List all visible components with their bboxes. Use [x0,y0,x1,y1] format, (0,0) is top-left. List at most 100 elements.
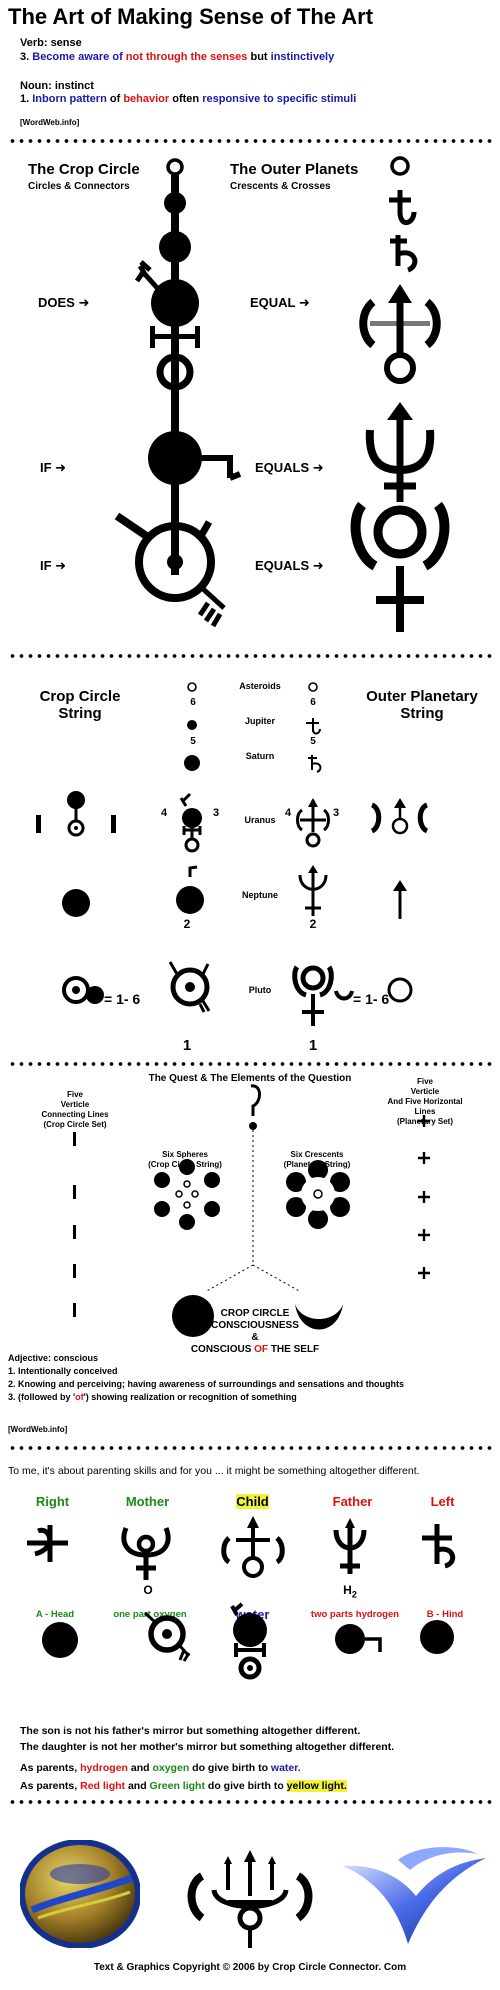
v-swoosh-logo [342,1847,486,1944]
crop-circle-subtitle: Circles & Connectors [28,181,130,192]
page-title: The Art of Making Sense of The Art [8,4,374,29]
adj3-text: 3. (followed by ' [8,1392,76,1402]
num-5-left: 5 [190,736,196,747]
h-subscript: 2 [351,1589,357,1600]
source-label: [WordWeb.info] [20,118,80,127]
center-line: CROP CIRCLE [220,1308,290,1319]
num-4-left: 4 [161,807,168,819]
p2-text: As parents, [20,1780,78,1792]
left-title-line: String [58,705,102,722]
p1-hydrogen: hydrogen [80,1762,128,1774]
if-text-2: IF [40,558,52,573]
num-4-right: 4 [285,807,292,819]
does-label: DOES ➜ [38,295,90,310]
does-text: DOES [38,295,75,310]
noun-def-d: often [172,93,200,105]
quest-diagram [73,1084,430,1337]
p1-text: do give birth to [192,1762,268,1774]
equal-text: EQUAL [250,295,296,310]
divider [8,1446,492,1450]
parents-line-1: As parents, hydrogen and oxygen do give … [20,1762,301,1774]
num-3-right: 3 [333,807,340,819]
heading-line: Verticle [60,1100,90,1109]
heading-line: Verticle [410,1087,440,1096]
right-title-line: String [400,705,444,722]
label-mother: Mother [125,1494,170,1509]
hydrogen-symbol: H2 [335,1583,365,1599]
label-asteroids: Asteroids [239,681,281,691]
adjective-def-2: 2. Knowing and perceiving; having awaren… [8,1379,405,1389]
divider [8,1800,492,1804]
legend-right: = 1- 6 [353,991,390,1007]
mirror-line-1: The son is not his father's mirror but s… [20,1725,361,1737]
equal-label: EQUAL ➜ [250,295,310,310]
num-1-right: 1 [308,1037,318,1054]
crop-circle-set-heading: Five Verticle Connecting Lines (Crop Cir… [20,1090,130,1130]
num-2-left: 2 [183,917,191,931]
num-2-right: 2 [309,917,317,931]
heading-line: And Five Horizontal [387,1097,463,1106]
p1-text: As parents, [20,1762,78,1774]
label-child: Child [215,1494,290,1509]
center-line: & [251,1332,259,1343]
equals-text-2: EQUALS [255,558,310,573]
p1-text: and [130,1762,150,1774]
label-neptune: Neptune [242,890,278,900]
center-word: THE SELF [270,1344,320,1355]
oxygen-symbol: O [143,1583,153,1597]
num-3-left: 3 [213,807,220,819]
label-saturn: Saturn [245,751,275,761]
label-hydrogen: two parts hydrogen [310,1609,400,1620]
verb-def-num: 3. [20,51,30,63]
parents-line-2: As parents, Red light and Green light do… [20,1780,347,1792]
string-glyphs [36,682,429,1026]
label-a-head: A - Head [35,1609,75,1620]
noun-def-a: Inborn pattern [32,93,107,105]
heading-line: Five [416,1077,433,1086]
child-text: Child [236,1494,269,1509]
mirror-line-2: The daughter is not her mother's mirror … [20,1741,395,1753]
if-label-2: IF ➜ [40,558,67,573]
crop-circle-title: The Crop Circle [28,161,140,178]
label-left: Left [430,1494,455,1509]
outer-planets-subtitle: Crescents & Crosses [230,181,331,192]
crop-circle-string-title: Crop Circle String [20,688,140,722]
center-line: CONSCIOUS OF THE SELF [180,1344,330,1356]
label-right: Right [35,1494,70,1509]
left-title-line: Crop Circle [39,688,121,705]
p2-text: and [127,1780,147,1792]
outer-planets-glyph-large [350,156,450,632]
source-label: [WordWeb.info] [8,1425,68,1434]
crop-circle-connector-logo [20,1840,140,1948]
footer-glyph [187,1850,313,1948]
consciousness-label: CROP CIRCLE CONSCIOUSNESS & CONSCIOUS OF… [180,1308,330,1356]
equals-label-2: EQUALS ➜ [255,558,324,573]
verb-def-a: Become aware of [32,51,123,63]
copyright: Text & Graphics Copyright © 2006 by Crop… [93,1962,407,1973]
equals-label-1: EQUALS ➜ [255,460,324,475]
divider [8,1062,492,1066]
adjective-def-3: 3. (followed by 'of') showing realizatio… [8,1392,297,1402]
legend-left: = 1- 6 [104,991,141,1007]
parenting-intro: To me, it's about parenting skills and f… [8,1465,420,1477]
center-word: CONSCIOUS [190,1344,252,1355]
noun-def-b: of [109,93,121,105]
outer-planets-title: The Outer Planets [230,161,359,178]
adj3-of: of [75,1392,84,1402]
family-glyphs [27,1516,456,1680]
p1-water: water. [270,1762,301,1774]
p1-oxygen: oxygen [152,1762,190,1774]
num-6-right: 6 [310,697,316,708]
p2-red-light: Red light [80,1780,126,1792]
heading-line: Connecting Lines [41,1110,109,1119]
p2-yellow-light: yellow light. [286,1780,347,1792]
noun-def-num: 1. [20,93,30,105]
verb-def-c: but [250,51,268,63]
right-title-line: Outer Planetary [366,688,478,705]
num-5-right: 5 [310,736,316,747]
label-uranus: Uranus [244,815,276,825]
center-line: CONSCIOUSNESS [211,1320,299,1331]
p2-text: do give birth to [207,1780,284,1792]
quest-title: The Quest & The Elements of the Question [148,1073,352,1084]
divider [8,654,492,658]
